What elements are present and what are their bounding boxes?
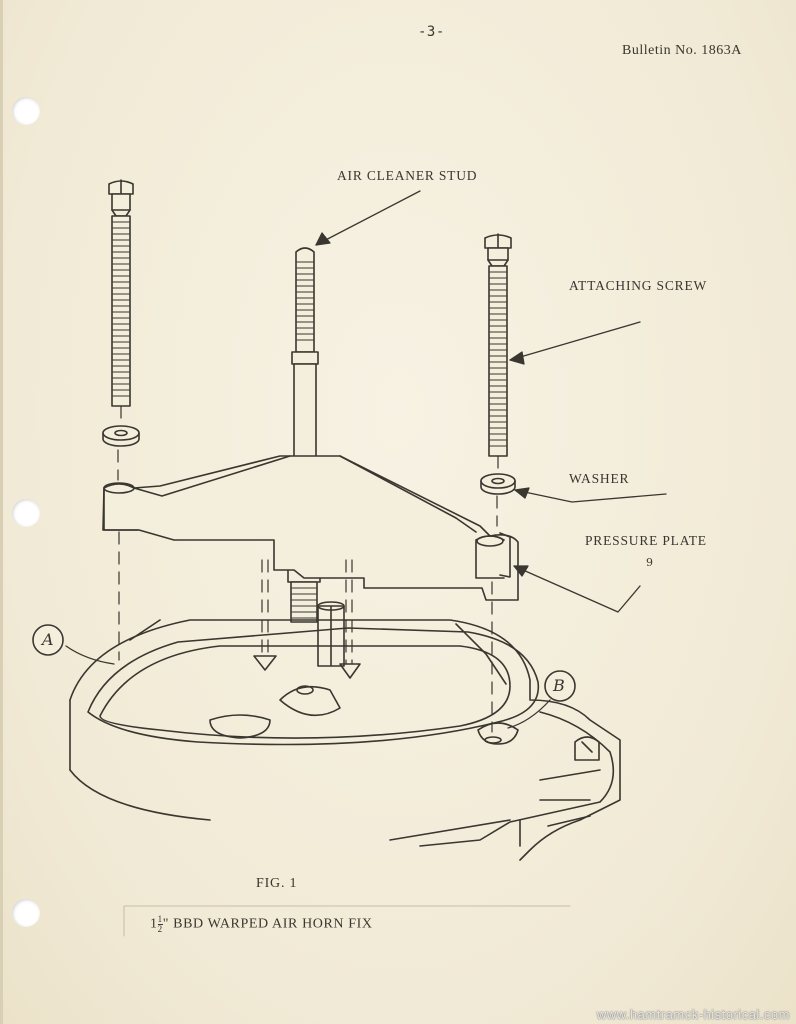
caption-text: " BBD WARPED AIR HORN FIX (162, 916, 373, 932)
alignment-arrowheads (253, 655, 361, 679)
callout-b: B (553, 676, 566, 695)
leader-lines (65, 190, 667, 729)
page-number: -3- (418, 24, 445, 40)
left-washer (102, 425, 140, 447)
caption-numerator: 1 (157, 914, 163, 924)
carburetor-air-horn (69, 601, 621, 861)
label-attaching-screw: ATTACHING SCREW (569, 278, 708, 293)
page-edge (0, 0, 3, 1024)
watermark: www.hamtramck-historical.com (596, 1007, 790, 1022)
label-pressure-plate-mark: 9 (646, 556, 654, 569)
label-washer: WASHER (569, 471, 630, 486)
right-attaching-screw (484, 233, 512, 457)
bulletin-number: Bulletin No. 1863A (622, 43, 742, 58)
punch-hole-top (12, 97, 40, 125)
callout-circles (32, 624, 576, 702)
label-pressure-plate: PRESSURE PLATE (585, 533, 707, 548)
pressure-plate (102, 455, 519, 601)
label-air-cleaner-stud: AIR CLEANER STUD (337, 168, 478, 183)
right-washer (480, 473, 516, 495)
punch-hole-bottom (12, 899, 40, 927)
caption-denominator: 2 (157, 924, 163, 934)
figure-number: FIG. 1 (256, 876, 298, 891)
punch-hole-middle (12, 499, 40, 527)
caption-box (123, 905, 571, 937)
caption-whole: 1 (150, 916, 158, 932)
callout-a: A (42, 630, 55, 649)
left-attaching-screw (108, 179, 134, 407)
